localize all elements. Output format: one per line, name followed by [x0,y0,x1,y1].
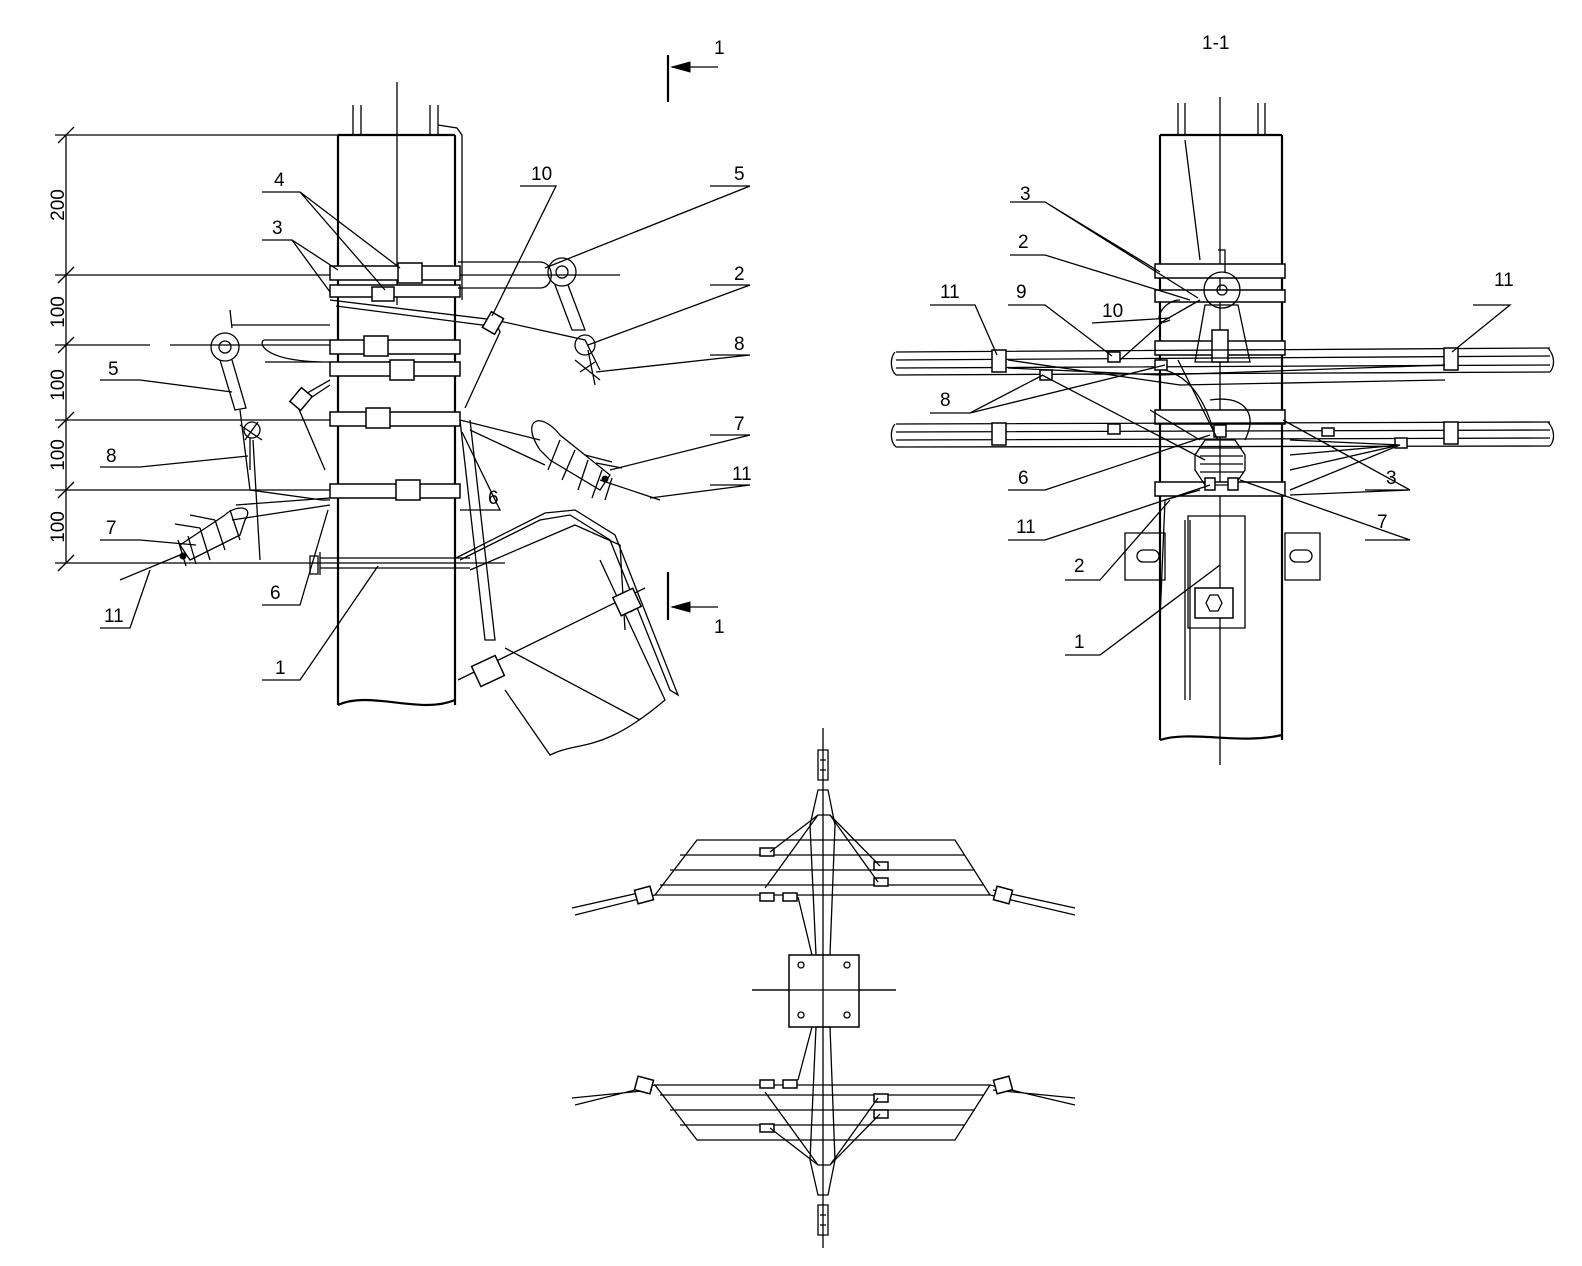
front-clamp-8-left [239,421,263,470]
side-label-6: 6 [1018,468,1029,489]
front-view: 200 100 100 100 100 [48,38,752,756]
plan-lower-branch [571,1026,1076,1236]
side-view-title: 1-1 [1202,33,1229,54]
front-pole-top-bracket [352,105,463,300]
front-label-3: 3 [272,218,283,239]
front-clamp-5-right [458,257,586,331]
side-label-11-right: 11 [1494,270,1514,291]
side-leaders [930,201,1512,656]
front-label-1: 1 [275,658,286,679]
front-wire-2 [231,409,331,561]
side-label-3-right: 3 [1386,468,1397,489]
side-label-11-bottom: 11 [1016,517,1036,538]
front-sleeve-left [288,386,314,412]
front-clamp-7-left [119,507,249,581]
front-label-4: 4 [274,170,285,191]
front-label-5-right: 5 [734,164,745,185]
side-label-10: 10 [1102,301,1123,322]
front-label-10: 10 [531,164,552,185]
section-mark-bottom [666,572,718,620]
front-label-7-right: 7 [734,414,745,435]
front-label-8-left: 8 [106,446,117,467]
front-band-1 [309,552,470,575]
side-label-2-bottom: 2 [1074,556,1085,577]
front-label-2: 2 [734,264,745,285]
side-pole-top-bracket [1177,103,1266,261]
dim-200: 200 [48,189,69,221]
plan-center-plate [752,954,896,1028]
side-label-8: 8 [940,390,951,411]
side-hook-clamp [1194,249,1251,363]
side-pole [1158,133,1284,742]
dim-100-d: 100 [48,511,69,543]
front-label-5-left: 5 [108,359,119,380]
section-mark-top-label: 1 [714,38,725,59]
side-bundle-upper [890,347,1555,386]
side-mounting-plate [1124,515,1321,629]
side-label-3-top: 3 [1020,184,1031,205]
front-dimension-chain [55,126,620,572]
front-bands [329,262,461,501]
section-mark-top [666,55,718,102]
side-wires [1041,299,1206,700]
side-label-1: 1 [1074,632,1085,653]
front-label-11-left: 11 [104,606,124,627]
front-clamp-5-left [210,309,331,411]
front-strap [459,419,641,721]
front-clamp-7-right [531,420,661,501]
side-clamp-7 [1164,359,1251,491]
side-label-7: 7 [1377,512,1388,533]
side-label-2-top: 2 [1018,232,1029,253]
section-mark-bottom-label: 1 [714,617,725,638]
dim-100-c: 100 [48,439,69,471]
front-leaders [100,185,751,681]
side-bands [1154,263,1286,497]
side-label-11-left: 11 [940,282,960,303]
plan-view [571,728,1076,1248]
dim-100-b: 100 [48,369,69,401]
front-label-6-right: 6 [488,488,499,509]
front-label-11-right: 11 [732,464,752,485]
front-label-7-left: 7 [106,518,117,539]
front-support-bracket [455,509,680,756]
side-view: 1-1 [890,33,1555,765]
front-label-6-left: 6 [270,583,281,604]
side-label-9: 9 [1016,282,1027,303]
front-label-8-right: 8 [734,334,745,355]
front-wire-1 [294,299,601,471]
front-clamp-8-right [574,334,601,386]
front-sleeve-10 [481,310,505,336]
dim-100-a: 100 [48,296,69,328]
